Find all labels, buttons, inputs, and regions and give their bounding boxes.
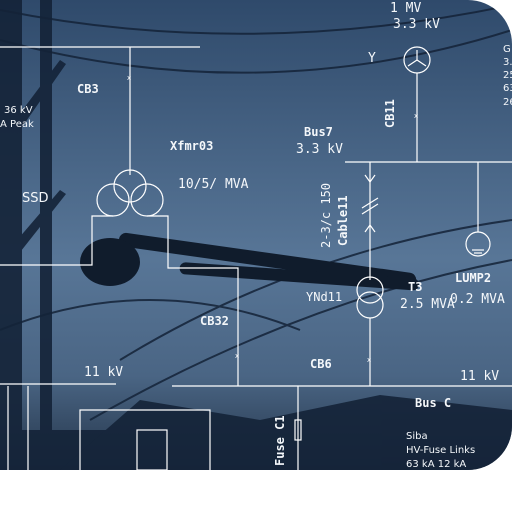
cable-name-label: Cable11 — [336, 195, 350, 246]
cable-spec-label: 2-3/c 150 — [319, 182, 333, 248]
source-voltage-label: 3.3 kV — [393, 17, 440, 32]
bus-left-voltage-label: 11 kV — [84, 365, 124, 380]
lump2-label: LUMP2 — [455, 271, 492, 285]
diagram-lines — [0, 46, 512, 470]
single-line-diagram: x x x x — [0, 0, 512, 470]
fuse-rating-label: 63 kA 12 kA — [406, 459, 467, 470]
bus7-voltage-label: 3.3 kV — [296, 142, 343, 157]
cb3-label: CB3 — [77, 82, 99, 96]
fuse-type-label: HV-Fuse Links — [406, 445, 476, 456]
cb11-label: CB11 — [383, 99, 397, 128]
ssd-label: SSD — [22, 191, 49, 206]
right-partial-3: 63 — [503, 83, 512, 94]
bus-right-voltage-label: 11 kV — [460, 369, 500, 384]
source-symbol-label: Y — [368, 51, 376, 66]
cb6-label: CB6 — [310, 357, 332, 371]
source-rating-label: 1 MV — [390, 1, 422, 16]
xfmr03-name-label: Xfmr03 — [170, 139, 214, 153]
svg-text:x: x — [367, 356, 371, 364]
t3-name-label: T3 — [408, 280, 423, 294]
left-voltage-label: 36 kV — [4, 105, 33, 116]
lump2-rating-label: 0.2 MVA — [450, 292, 505, 307]
fuse-label: Fuse C1 — [273, 415, 287, 466]
t3-rating-label: 2.5 MVA — [400, 297, 455, 312]
left-peak-label: A Peak — [0, 119, 34, 130]
tower-silhouette — [0, 0, 512, 470]
right-partial-0: G — [503, 44, 511, 55]
breaker-marks: x x x x — [127, 74, 418, 364]
right-partial-4: 26 — [503, 97, 512, 108]
svg-text:x: x — [414, 112, 418, 120]
bus7-name-label: Bus7 — [304, 125, 333, 139]
fuse-make-label: Siba — [406, 431, 428, 442]
app-icon-tile: x x x x 1 MV 3.3 kV Y G 3. 25 63 26 36 k… — [0, 0, 512, 470]
right-partial-1: 3. — [503, 57, 512, 68]
bus-c-label: Bus C — [415, 396, 452, 410]
svg-text:x: x — [235, 352, 239, 360]
svg-text:x: x — [127, 74, 131, 82]
xfmr03-rating-label: 10/5/ MVA — [178, 177, 249, 192]
t3-vector-label: YNd11 — [306, 290, 343, 304]
right-partial-2: 25 — [503, 70, 512, 81]
cb32-label: CB32 — [200, 314, 229, 328]
